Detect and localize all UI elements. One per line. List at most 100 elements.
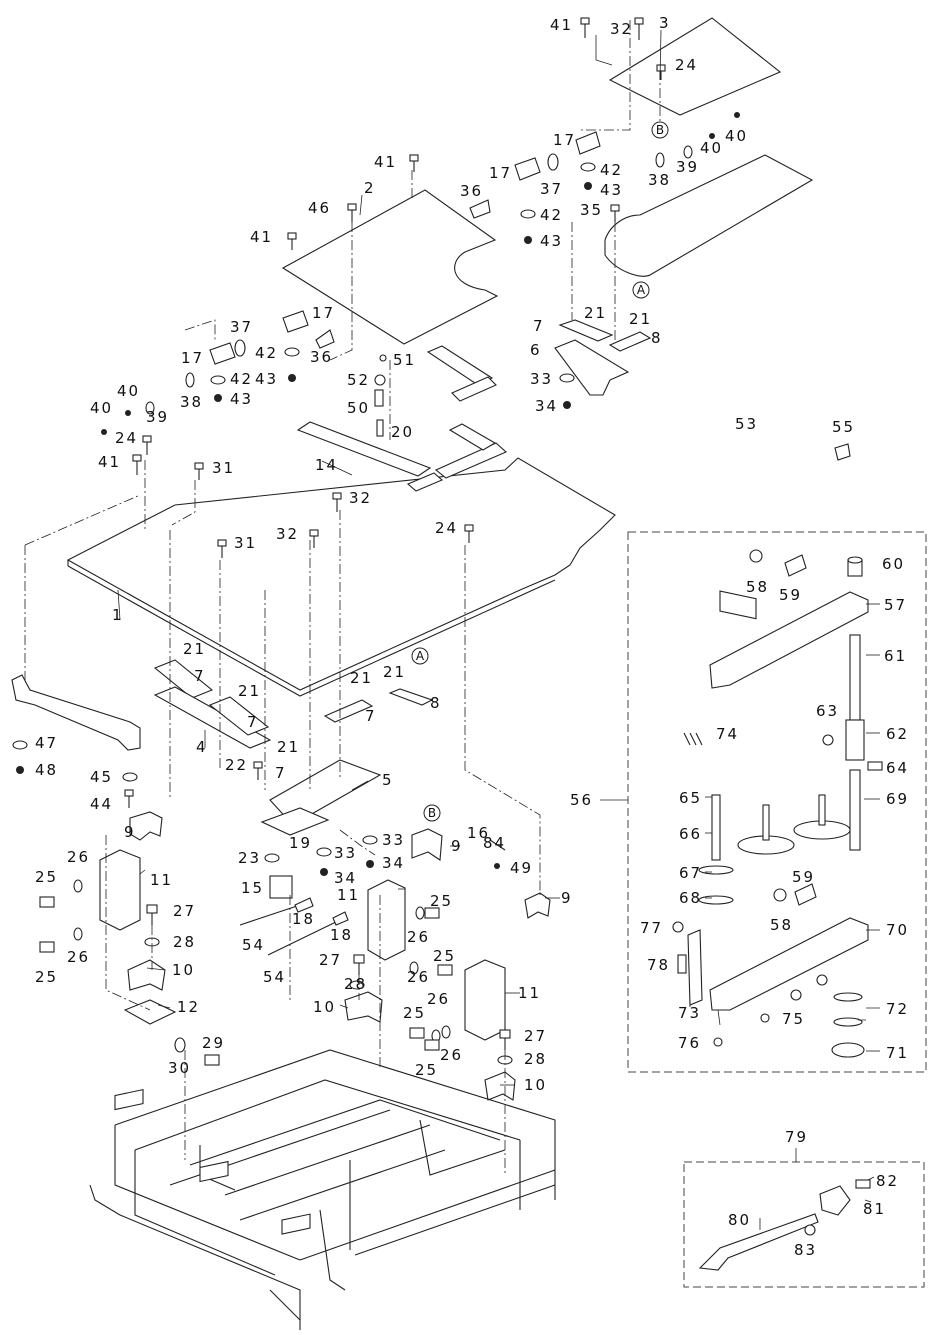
part-label-26-5: 26 [427, 990, 450, 1008]
part-label-69: 69 [886, 790, 909, 808]
part-label-11-3: 11 [518, 984, 541, 1002]
part-label-24: 24 [675, 56, 698, 74]
part-label-22: 22 [225, 756, 248, 774]
part-label-70: 70 [886, 921, 909, 939]
part-label-62: 62 [886, 725, 909, 743]
part-label-37: 37 [540, 180, 563, 198]
thread-stand-box [627, 531, 927, 1073]
part-label-44: 44 [90, 795, 113, 813]
strip-14-e [426, 345, 494, 386]
part-label-7-4: 7 [365, 707, 377, 725]
part-label-35: 35 [580, 201, 603, 219]
part-label-2: 2 [364, 179, 376, 197]
ref-mark-a-letter-2: A [416, 649, 425, 663]
part-label-41: 41 [550, 16, 573, 34]
part-label-18: 18 [292, 910, 315, 928]
part-label-80: 80 [728, 1211, 751, 1229]
part-label-59: 59 [779, 586, 802, 604]
part-label-84: 84 [483, 834, 506, 852]
bracket-7-top [558, 319, 614, 342]
part-label-10: 10 [172, 961, 195, 979]
part-label-37-2: 37 [230, 318, 253, 336]
part-label-21-6: 21 [383, 663, 406, 681]
part-label-34-3: 34 [382, 854, 405, 872]
part-label-58: 58 [746, 578, 769, 596]
part-label-42-2: 42 [540, 206, 563, 224]
strip-14-d [406, 472, 444, 492]
bracket-7-mid [208, 696, 270, 736]
part-label-7-5: 7 [275, 764, 287, 782]
part-label-28: 28 [173, 933, 196, 951]
part-label-25-5: 25 [403, 1004, 426, 1022]
part-label-32-2: 32 [349, 489, 372, 507]
part-label-33-3: 33 [382, 831, 405, 849]
part-label-78: 78 [647, 956, 670, 974]
part-label-17: 17 [553, 131, 576, 149]
part-label-21-4: 21 [238, 682, 261, 700]
part-label-20: 20 [391, 423, 414, 441]
part-label-40-2: 40 [725, 127, 748, 145]
part-label-71: 71 [886, 1044, 909, 1062]
component-55 [834, 443, 851, 461]
part-label-33: 33 [530, 370, 553, 388]
part-label-4: 4 [196, 738, 208, 756]
left-arm-bracket [11, 674, 141, 751]
leg-bracket-11-right [464, 959, 506, 1041]
part-label-6: 6 [530, 341, 542, 359]
part-label-82: 82 [876, 1172, 899, 1190]
component-15 [269, 875, 293, 899]
bracket-10-mid [344, 991, 383, 1023]
part-label-40-4: 40 [117, 382, 140, 400]
part-label-54-2: 54 [263, 968, 286, 986]
part-label-3: 3 [659, 14, 671, 32]
cover-plate-3 [608, 17, 782, 116]
bracket-4 [153, 686, 272, 749]
hinge-assembly [209, 131, 601, 365]
part-label-18-2: 18 [330, 926, 353, 944]
thread-stand-assembly [672, 549, 883, 1058]
part-label-25-3: 25 [430, 892, 453, 910]
part-label-25-4: 25 [433, 947, 456, 965]
part-label-31: 31 [212, 459, 235, 477]
part-label-36-2: 36 [310, 348, 333, 366]
part-label-27-3: 27 [524, 1027, 547, 1045]
part-label-30: 30 [168, 1059, 191, 1077]
leg-bracket-11-left [99, 849, 141, 931]
part-label-76: 76 [678, 1034, 701, 1052]
part-label-11: 11 [150, 871, 173, 889]
hardware-screws [124, 17, 666, 1050]
part-label-17-3: 17 [312, 304, 335, 322]
part-label-26-6: 26 [440, 1046, 463, 1064]
ref-mark-b-top [651, 121, 669, 139]
part-label-59-2: 59 [792, 868, 815, 886]
part-label-15: 15 [241, 879, 264, 897]
part-label-14: 14 [315, 456, 338, 474]
part-label-79: 79 [785, 1128, 808, 1146]
part-label-24-3: 24 [435, 519, 458, 537]
part-label-11-2: 11 [337, 886, 360, 904]
part-label-68: 68 [679, 889, 702, 907]
bracket-8-top [608, 331, 652, 352]
part-label-5: 5 [382, 771, 394, 789]
part-label-60: 60 [882, 555, 905, 573]
part-label-17-2: 17 [489, 164, 512, 182]
bracket-8 [388, 688, 434, 706]
stand-frame [89, 1049, 556, 1330]
part-label-67: 67 [679, 864, 702, 882]
part-label-65: 65 [679, 789, 702, 807]
ref-mark-b-letter: B [656, 123, 664, 137]
part-label-7: 7 [533, 317, 545, 335]
part-label-10-2: 10 [313, 998, 336, 1016]
part-label-9: 9 [124, 823, 136, 841]
part-label-17-4: 17 [181, 349, 204, 367]
strip-14-b [434, 442, 508, 479]
part-label-23: 23 [238, 849, 261, 867]
part-label-42: 42 [600, 161, 623, 179]
part-label-16: 16 [467, 824, 490, 842]
part-label-50: 50 [347, 399, 370, 417]
part-label-41-2: 41 [374, 153, 397, 171]
strip-14-c [448, 423, 497, 451]
part-label-7-2: 7 [194, 667, 206, 685]
shaped-plate-a [604, 154, 814, 277]
ref-mark-a-letter: A [637, 283, 646, 297]
